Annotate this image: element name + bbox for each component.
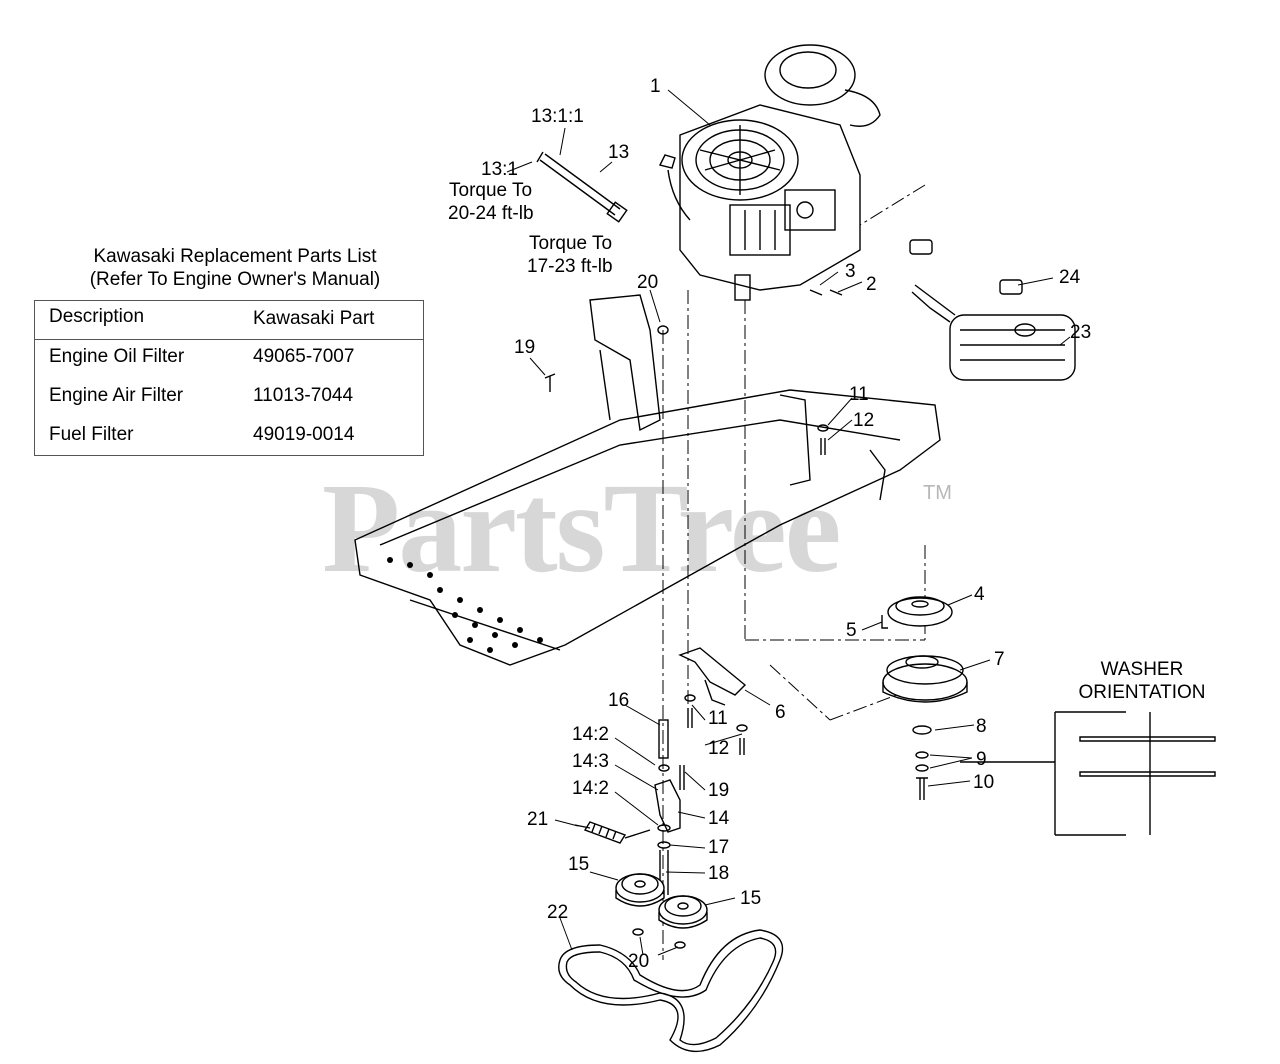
callout-16: 16 bbox=[608, 690, 629, 711]
washer-orientation-title: WASHER ORIENTATION bbox=[1060, 658, 1224, 704]
washer-11a bbox=[684, 694, 696, 702]
torque-note-1-line1: Torque To bbox=[449, 180, 532, 201]
parts-list-title: Kawasaki Replacement Parts List (Refer T… bbox=[40, 245, 430, 291]
callout-6: 6 bbox=[775, 702, 786, 723]
callout-14: 14 bbox=[708, 808, 730, 829]
callout-19a: 19 bbox=[514, 337, 535, 358]
washer-orientation-line1: WASHER bbox=[1100, 659, 1184, 680]
callout-4: 4 bbox=[974, 584, 985, 605]
callout-20b: 20 bbox=[628, 951, 649, 972]
callout-22: 22 bbox=[547, 902, 568, 923]
alignment-lines bbox=[662, 184, 926, 960]
idler-bracket-6 bbox=[678, 647, 747, 706]
callout-1: 1 bbox=[650, 76, 661, 97]
callout-13-1-1: 13:1:1 bbox=[531, 106, 584, 127]
pulley-4 bbox=[881, 596, 953, 629]
idler-arm-14 bbox=[654, 779, 681, 833]
torque-note-1-line2: 20-24 ft-lb bbox=[448, 203, 534, 224]
callout-3: 3 bbox=[845, 261, 856, 282]
callout-15a: 15 bbox=[568, 854, 589, 875]
electric-clutch-7 bbox=[882, 655, 968, 703]
parts-list-title-line2: (Refer To Engine Owner's Manual) bbox=[89, 269, 381, 290]
callout-7: 7 bbox=[994, 649, 1005, 670]
table-header: Description Kawasaki Part bbox=[35, 301, 423, 340]
engine bbox=[658, 44, 881, 301]
row-part-number: 11013-7044 bbox=[253, 385, 354, 406]
callout-12b: 12 bbox=[708, 738, 729, 759]
callout-18: 18 bbox=[708, 863, 729, 884]
washer-orientation-inset bbox=[960, 711, 1216, 836]
callout-5: 5 bbox=[846, 620, 857, 641]
callout-2: 2 bbox=[866, 274, 877, 295]
watermark-tm: TM bbox=[923, 482, 952, 504]
bolt-12b bbox=[739, 738, 745, 755]
nut-20a bbox=[632, 928, 644, 936]
callout-14-2b: 14:2 bbox=[572, 778, 609, 799]
row-part-number: 49019-0014 bbox=[253, 424, 355, 445]
table-row: Engine Air Filter 11013-7044 bbox=[35, 385, 423, 415]
pin-19b bbox=[544, 373, 556, 392]
spacer-16 bbox=[658, 719, 669, 759]
nut-20c bbox=[657, 325, 669, 335]
row-part-number: 49065-7007 bbox=[253, 346, 355, 367]
washer-8 bbox=[912, 725, 932, 735]
callout-11a: 11 bbox=[849, 384, 869, 405]
callout-13: 13 bbox=[608, 142, 629, 163]
callout-15b: 15 bbox=[740, 888, 761, 909]
bolt-12a bbox=[687, 708, 693, 728]
watermark: PartsTree bbox=[322, 457, 841, 599]
table-row: Fuel Filter 49019-0014 bbox=[35, 424, 423, 454]
washer-orientation-line2: ORIENTATION bbox=[1078, 682, 1206, 703]
muffler bbox=[909, 239, 1076, 381]
callout-17: 17 bbox=[708, 837, 729, 858]
washer-9a bbox=[915, 751, 929, 759]
row-description: Fuel Filter bbox=[49, 424, 134, 445]
idler-pulley-15a bbox=[615, 873, 665, 907]
mower-frame bbox=[354, 294, 941, 666]
fuel-line-13 bbox=[536, 151, 628, 223]
callout-20a: 20 bbox=[637, 272, 658, 293]
callout-9: 9 bbox=[976, 749, 987, 770]
parts-list-table: Description Kawasaki Part Engine Oil Fil… bbox=[34, 300, 424, 456]
table-row: Engine Oil Filter 49065-7007 bbox=[35, 346, 423, 376]
parts-list-title-line1: Kawasaki Replacement Parts List bbox=[93, 246, 377, 267]
callout-13-1: 13:1 bbox=[481, 159, 518, 180]
idler-pulley-15b bbox=[658, 895, 708, 929]
callout-10: 10 bbox=[973, 772, 994, 793]
washer-9b bbox=[915, 764, 929, 772]
washer-11c bbox=[817, 424, 829, 432]
bolt-2-3 bbox=[809, 289, 843, 296]
callout-8: 8 bbox=[976, 716, 987, 737]
callout-21: 21 bbox=[527, 809, 548, 830]
pin-19 bbox=[679, 765, 685, 790]
header-description: Description bbox=[49, 306, 145, 327]
washer-11b bbox=[736, 724, 748, 732]
callout-23: 23 bbox=[1070, 322, 1091, 343]
callout-14-2a: 14:2 bbox=[572, 724, 609, 745]
torque-note-2-line1: Torque To bbox=[529, 233, 612, 254]
row-description: Engine Oil Filter bbox=[49, 346, 185, 367]
washer-17 bbox=[657, 841, 671, 849]
spring-21 bbox=[574, 821, 651, 844]
leader-lines bbox=[506, 89, 1071, 956]
frame-holes bbox=[387, 557, 543, 653]
row-description: Engine Air Filter bbox=[49, 385, 184, 406]
callout-12a: 12 bbox=[853, 410, 874, 431]
nut-20b bbox=[674, 941, 686, 949]
callout-11b: 11 bbox=[708, 708, 728, 729]
torque-note-2-line2: 17-23 ft-lb bbox=[527, 256, 613, 277]
bolt-10 bbox=[916, 777, 928, 800]
callout-19b: 19 bbox=[708, 780, 729, 801]
callout-14-3: 14:3 bbox=[572, 751, 609, 772]
header-kawasaki-part: Kawasaki Part bbox=[253, 308, 375, 329]
bolt-12c bbox=[820, 438, 826, 455]
belt-22 bbox=[558, 929, 784, 1053]
callout-24: 24 bbox=[1059, 267, 1081, 288]
